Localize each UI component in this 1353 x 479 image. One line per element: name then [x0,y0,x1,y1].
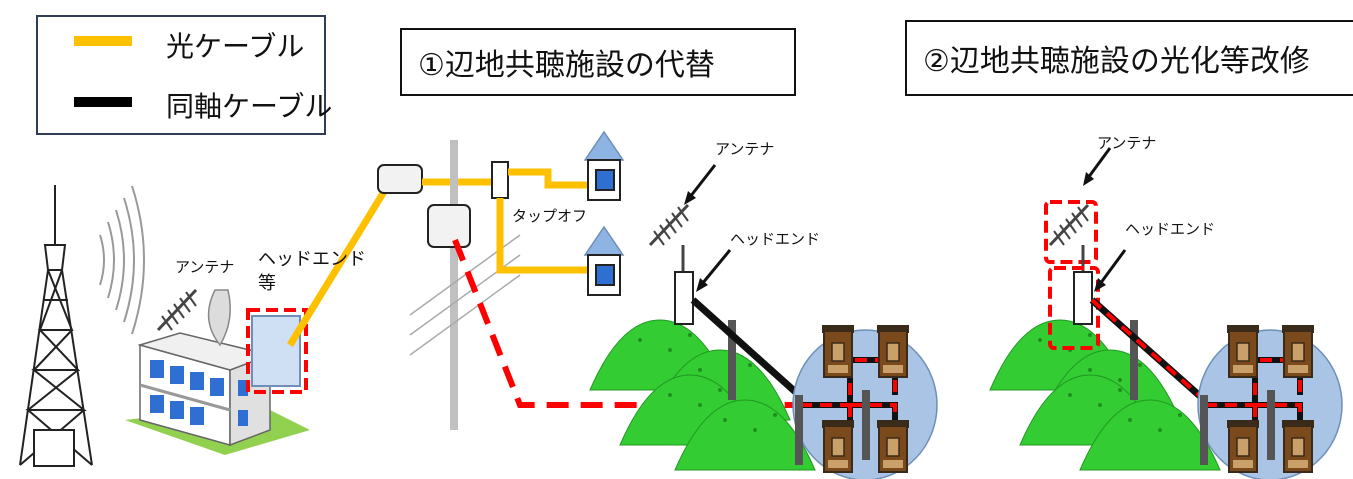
tv-tower [19,185,93,467]
village2-pole-b [1267,390,1275,460]
facility2-coax [1089,297,1213,408]
arrow-headend-2 [1098,249,1127,285]
tapoff-device [491,161,509,199]
label-tapoff: タップオフ [512,207,588,225]
subscriber-home-1 [583,130,625,201]
station-dish-antenna [207,289,231,347]
house-2b [1281,324,1315,378]
label-headend-station-2: 等 [258,273,276,294]
house-1a [821,324,855,378]
facility1-pole [728,320,736,400]
new-fiber-route [452,238,805,408]
legend-label-coax: 同軸ケーブル [166,90,333,123]
station-building [125,332,310,455]
village1-pole-b [862,390,870,460]
house-2a [1226,324,1260,378]
arrow-antenna-1 [688,164,717,198]
facility2-pole [1130,320,1138,400]
subscriber-home-2 [583,225,625,296]
label-headend-1: ヘッドエンド [730,230,821,248]
legend: 光ケーブル 同軸ケーブル [36,15,332,135]
facility2-headend [1073,271,1093,325]
fiber-branch-home2 [496,198,590,274]
label-headend-station-1: ヘッドエンド [258,249,366,270]
facility1-antenna [648,203,690,247]
village2-pole-a [1200,395,1208,465]
facility1-headend [674,271,694,325]
legend-label-fiber: 光ケーブル [166,30,305,63]
fiber-branch-home1 [508,168,590,189]
station-headend-equipment [251,315,301,387]
house-1b [876,324,910,378]
label-antenna-station: アンテナ [175,258,235,276]
fiber-cable-trunk [287,188,388,347]
arrow-headend-1 [700,249,732,285]
radio-waves [99,185,145,335]
label-antenna-1: アンテナ [715,140,775,158]
title-option1: ①辺地共聴施設の代替 [400,28,796,96]
house-1c [821,419,855,473]
optical-node-2 [427,204,471,248]
facility2-antenna-highlight [1044,200,1098,264]
utility-pole [450,140,458,430]
house-2c [1226,419,1260,473]
legend-swatch-coax [74,97,132,107]
house-2d [1281,419,1315,473]
station-headend-highlight [246,308,308,394]
optical-node-1 [377,164,423,194]
village1-pole-a [795,395,803,465]
facility2-antenna [1048,203,1090,247]
label-antenna-2: アンテナ [1097,134,1157,152]
legend-swatch-fiber [74,36,132,46]
title-option2: ②辺地共聴施設の光化等改修 [905,20,1353,96]
station-yagi-antenna [156,288,198,332]
label-headend-2: ヘッドエンド [1125,220,1216,238]
arrow-antenna-2 [1086,147,1112,179]
house-1d [876,419,910,473]
facility1-coax [690,297,813,408]
